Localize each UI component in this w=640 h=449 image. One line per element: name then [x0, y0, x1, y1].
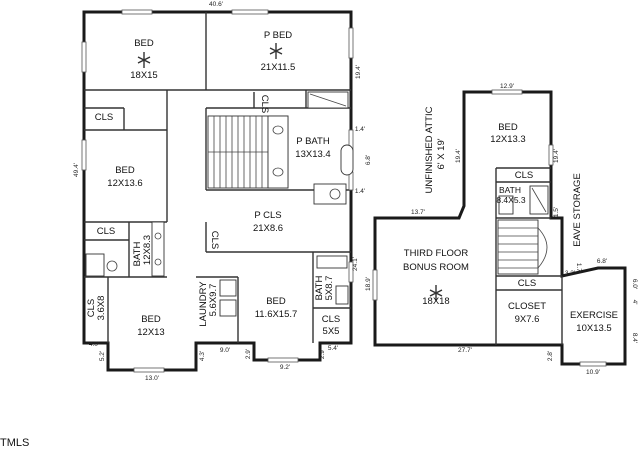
laundry-size: 5.6X9.7	[208, 284, 219, 317]
laundry-label: LAUNDRY	[198, 281, 209, 327]
exercise-label: EXERCISE	[570, 310, 618, 321]
closet-label: CLOSET	[508, 301, 546, 312]
dim-6-8-b: 6.8'	[597, 258, 607, 265]
dim-13-0: 13.0'	[145, 375, 159, 382]
cls-label-5: CLS	[515, 170, 533, 181]
dim-4-0: 4.0'	[89, 341, 99, 348]
dim-top: 40.6'	[209, 1, 223, 8]
bath-mid-size: 5X8.7	[324, 276, 335, 301]
dim-12-9: 12.9'	[500, 83, 514, 90]
p-bath-size: 13X13.4	[295, 149, 330, 160]
bed-left-mid-label: BED	[115, 165, 135, 176]
bed-left-mid-size: 12X13.6	[107, 178, 142, 189]
cls-label-2: CLS	[97, 226, 115, 237]
bed-bottom-left-size: 12X13	[137, 327, 164, 338]
eave-storage-label: EAVE STORAGE	[572, 173, 583, 247]
dim-4-3: 4.3'	[199, 351, 206, 361]
bath-right-size: 8.4X5.3	[496, 195, 526, 205]
dim-6-8: 6.8'	[365, 155, 372, 165]
windows-right	[372, 89, 607, 367]
interior-walls-left	[84, 12, 351, 343]
bath-mid-label: BATH	[314, 276, 325, 301]
p-cls-label: P CLS	[254, 210, 281, 221]
dim-13-7: 13.7'	[411, 209, 425, 216]
bed-bottom-mid-size: 11.6X15.7	[255, 309, 298, 320]
dim-2-9-a: 2.9'	[245, 349, 252, 359]
bath-left-size: 12X8.3	[142, 235, 153, 265]
dim-1-7: 1.7'	[575, 263, 582, 273]
dim-9-0: 9.0'	[220, 347, 230, 354]
cls-left-size: 3.6X8	[96, 296, 107, 321]
cls-label-1: CLS	[95, 112, 113, 123]
brand-watermark: TMLS	[0, 437, 29, 449]
bed-top-left-size: 18X15	[130, 70, 157, 81]
bath-right-label: BATH	[499, 185, 521, 195]
dim-3-3: 3.3'	[565, 270, 575, 277]
p-cls-size: 21X8.6	[253, 223, 283, 234]
dim-24-1: 24.1'	[352, 257, 359, 271]
dim-left: 49.4'	[73, 163, 80, 177]
closet-size: 9X7.6	[515, 314, 540, 325]
attic-size: 6' X 19'	[436, 138, 447, 169]
ceiling-fan-icon	[137, 43, 443, 301]
bed-bottom-left-label: BED	[141, 314, 161, 325]
stairs-left	[207, 115, 289, 189]
p-bed-size: 21X11.5	[261, 62, 296, 73]
dim-5-4: 5.4'	[328, 345, 338, 352]
dim-19-4-b: 19.4'	[553, 149, 560, 163]
cls-label-6: CLS	[518, 278, 536, 289]
bed-bottom-mid-label: BED	[266, 296, 286, 307]
p-bed-label: P BED	[264, 30, 292, 41]
bed-top-left-label: BED	[134, 38, 154, 49]
stairs-right	[497, 219, 548, 275]
cls-label-4: CLS	[209, 231, 220, 249]
bonus-room-line1: THIRD FLOOR	[404, 248, 469, 259]
dim-4: 4'	[631, 300, 638, 305]
p-bath-label: P BATH	[296, 136, 330, 147]
dim-right-top: 19.4'	[355, 65, 362, 79]
dim-1-5: 1.5'	[553, 207, 560, 217]
dim-18-9: 18.9'	[365, 277, 372, 291]
dim-2-8: 2.8'	[547, 351, 554, 361]
cls-mid-size: 5X5	[323, 326, 340, 337]
dim-9-2: 9.2'	[280, 364, 290, 371]
dim-19-4-a: 19.4'	[455, 149, 462, 163]
cls-mid-label: CLS	[322, 314, 340, 325]
windows-left	[81, 9, 354, 373]
dim-10-9: 10.9'	[586, 369, 600, 376]
bonus-room-line2: BONUS ROOM	[403, 262, 469, 273]
dim-5-2: 5.2'	[99, 351, 106, 361]
bonus-room-size: 18X18	[422, 296, 449, 307]
bed-right-label: BED	[498, 122, 518, 133]
cls-label-3: CLS	[259, 95, 270, 113]
dim-8-4: 8.4'	[631, 333, 638, 343]
dim-1-4-a: 1.4'	[355, 126, 365, 133]
cls-left-label: CLS	[86, 299, 97, 317]
fixtures-left	[85, 91, 354, 317]
dim-2-9-b: 2.9'	[319, 349, 326, 359]
interior-walls-right	[495, 167, 563, 345]
dim-6-0: 6.0'	[631, 279, 638, 289]
attic-label: UNFINISHED ATTIC	[424, 106, 435, 193]
bath-left-label: BATH	[132, 242, 143, 267]
dim-1-4-b: 1.4'	[355, 188, 365, 195]
exercise-size: 10X13.5	[576, 323, 611, 334]
dim-27-7: 27.7'	[458, 347, 472, 354]
bed-right-size: 12X13.3	[490, 134, 525, 145]
